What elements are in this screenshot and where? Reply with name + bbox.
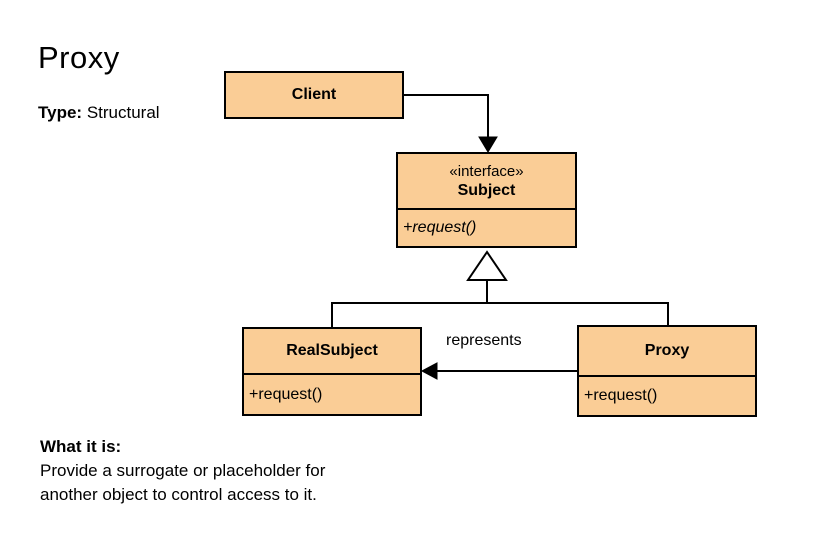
class-box-proxy: Proxy +request() (577, 325, 757, 417)
class-name: Client (291, 86, 337, 103)
class-box-realsubject: RealSubject +request() (242, 327, 422, 416)
class-header: Proxy (579, 327, 755, 375)
class-stereotype: «interface» (449, 162, 524, 180)
class-method: +request() (398, 208, 575, 246)
description-line: another object to control access to it. (40, 485, 317, 504)
generalization-connector (331, 250, 669, 327)
page-title: Proxy (38, 40, 120, 75)
client-subject-arrow (404, 94, 498, 153)
class-box-client: Client (224, 71, 404, 119)
pattern-type-label: Type: (38, 103, 83, 122)
class-header: «interface» Subject (398, 154, 575, 208)
proxy-realsubject-arrow (420, 362, 577, 380)
arrowhead-left-icon (420, 362, 438, 380)
hollow-triangle-icon (466, 250, 508, 281)
arrowhead-down-icon (478, 136, 498, 153)
pattern-type: Type: Structural (38, 103, 160, 123)
class-header: RealSubject (244, 329, 420, 373)
represents-edge-label: represents (446, 332, 522, 349)
class-name: RealSubject (286, 342, 378, 359)
description-line: Provide a surrogate or placeholder for (40, 461, 326, 480)
class-name: Subject (457, 181, 516, 199)
class-method: +request() (244, 373, 420, 414)
class-box-subject: «interface» Subject +request() (396, 152, 577, 248)
pattern-description: What it is: Provide a surrogate or place… (40, 435, 325, 507)
pattern-type-value: Structural (86, 103, 160, 122)
class-method: +request() (579, 375, 755, 415)
description-heading: What it is: (40, 437, 122, 456)
class-name: Proxy (644, 342, 690, 359)
